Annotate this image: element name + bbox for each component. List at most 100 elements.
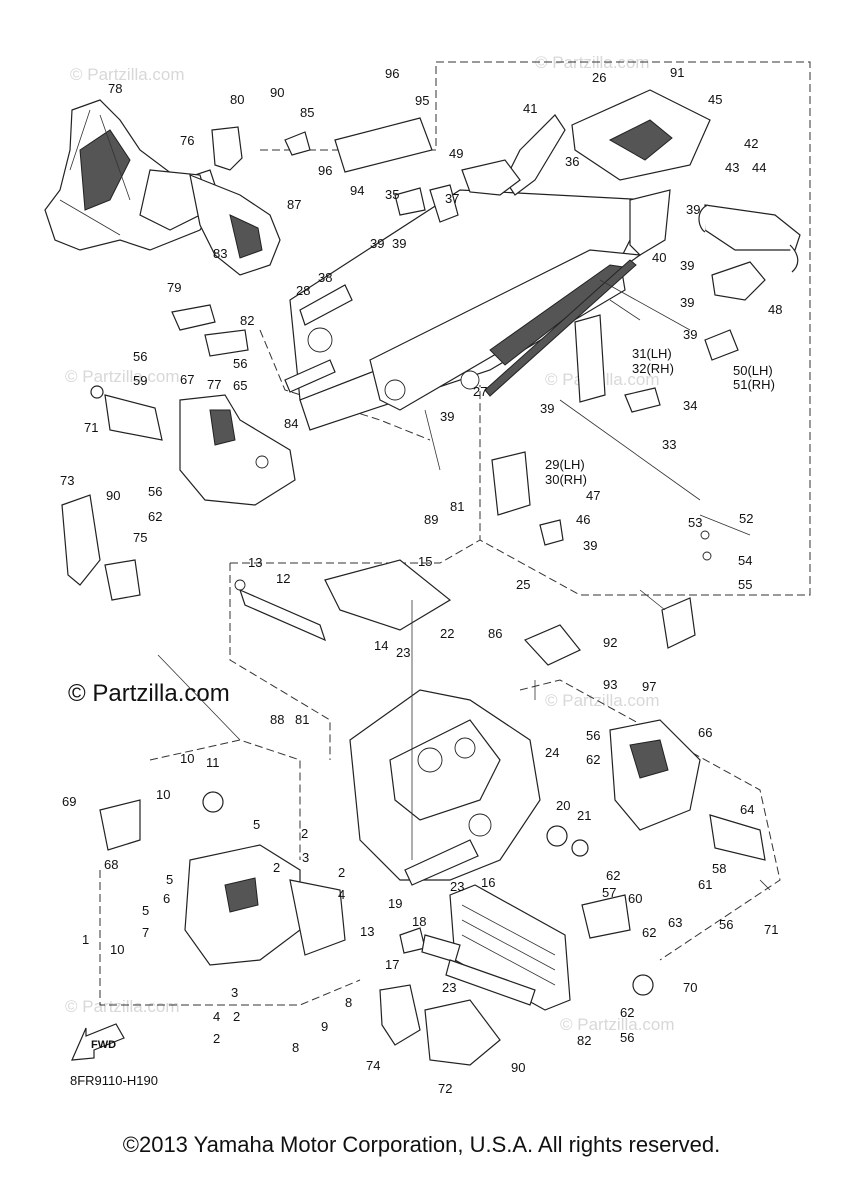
callout-39: 39	[680, 258, 694, 273]
callout-9: 9	[321, 1019, 328, 1034]
callout-81: 81	[295, 712, 309, 727]
callout-13: 13	[248, 555, 262, 570]
callout-72: 72	[438, 1081, 452, 1096]
callout-44: 44	[752, 160, 766, 175]
plate-15	[324, 559, 452, 631]
callout-8: 8	[292, 1040, 299, 1055]
callout-39: 39	[392, 236, 406, 251]
watermark-main: © Partzilla.com	[68, 680, 230, 707]
callout-71: 71	[84, 420, 98, 435]
mid-group-outline	[230, 539, 481, 564]
callout-84: 84	[284, 416, 298, 431]
callout-35: 35	[385, 187, 399, 202]
callout-23: 23	[450, 879, 464, 894]
fwd-label: FWD	[91, 1039, 116, 1051]
callout-22: 22	[440, 626, 454, 641]
callout-51: 51(RH)	[733, 377, 775, 392]
callout-12: 12	[276, 571, 290, 586]
callout-64: 64	[740, 802, 754, 817]
callout-38: 38	[318, 270, 332, 285]
right-group-outline	[519, 679, 781, 961]
callout-34: 34	[683, 398, 697, 413]
plate-95	[334, 117, 433, 173]
watermark: © Partzilla.com	[70, 65, 185, 84]
bracket-80	[211, 126, 243, 171]
callout-57: 57	[602, 885, 616, 900]
rail-27	[484, 259, 637, 397]
callout-88: 88	[270, 712, 284, 727]
callout-5: 5	[142, 903, 149, 918]
callout-73: 73	[60, 473, 74, 488]
callout-24: 24	[545, 745, 559, 760]
pipe-19	[399, 927, 426, 954]
callout-labels: 78 80 90 85 96 95 76 96 87 94 35 37 49 4…	[60, 65, 782, 1096]
rear-bracket-26	[571, 89, 711, 181]
watermark: © Partzilla.com	[545, 691, 660, 710]
fwd-arrow-icon: FWD	[71, 1023, 125, 1061]
callout-10: 10	[156, 787, 170, 802]
main-tunnel-frame	[284, 189, 651, 431]
front-cowl-bracket	[44, 99, 221, 251]
bracket-34	[624, 387, 661, 413]
callout-11: 11	[206, 755, 220, 770]
callout-28: 28	[296, 283, 310, 298]
plate-92	[523, 624, 581, 666]
callout-39: 39	[440, 409, 454, 424]
top-group-outline	[260, 62, 437, 151]
bearing-20	[546, 825, 568, 847]
callout-56: 56	[620, 1030, 634, 1045]
bumper-bracket-left	[104, 394, 296, 506]
callout-39: 39	[540, 401, 554, 416]
callout-2: 2	[301, 826, 308, 841]
callout-41: 41	[523, 101, 537, 116]
callout-23: 23	[396, 645, 410, 660]
duct-72	[424, 999, 501, 1066]
callout-40: 40	[652, 250, 666, 265]
callout-55: 55	[738, 577, 752, 592]
clip-50	[704, 329, 739, 361]
plate-77	[204, 329, 249, 357]
callout-26: 26	[592, 70, 606, 85]
callout-60: 60	[628, 891, 642, 906]
callout-65: 65	[233, 378, 247, 393]
callout-2: 2	[338, 865, 345, 880]
plate-79	[171, 304, 216, 331]
clip-85	[284, 131, 311, 156]
callout-21: 21	[577, 808, 591, 823]
callout-45: 45	[708, 92, 722, 107]
callout-5: 5	[253, 817, 260, 832]
fitting-70	[632, 974, 654, 996]
link-52	[699, 514, 751, 536]
rear-bar-42	[698, 204, 801, 273]
callout-68: 68	[104, 857, 118, 872]
rear-group-outline	[436, 61, 811, 596]
callout-70: 70	[683, 980, 697, 995]
leader-lines	[157, 279, 771, 891]
callout-95: 95	[415, 93, 429, 108]
callout-3: 3	[231, 985, 238, 1000]
bracket-68	[99, 799, 141, 851]
callout-59: 59	[133, 373, 147, 388]
exploded-frame-diagram: © Partzilla.com © Partzilla.com © Partzi…	[44, 53, 811, 1096]
callout-91: 91	[670, 65, 684, 80]
steering-bracket	[189, 174, 281, 276]
callout-43: 43	[725, 160, 739, 175]
callout-56: 56	[719, 917, 733, 932]
callout-23: 23	[442, 980, 456, 995]
callout-46: 46	[576, 512, 590, 527]
callout-93: 93	[603, 677, 617, 692]
callout-82: 82	[577, 1033, 591, 1048]
watermark: © Partzilla.com	[65, 997, 180, 1016]
plate-29	[491, 451, 531, 516]
callout-27: 27	[473, 384, 487, 399]
callout-1: 1	[82, 932, 89, 947]
callout-52: 52	[739, 511, 753, 526]
callout-56: 56	[148, 484, 162, 499]
callout-78: 78	[108, 81, 122, 96]
callout-66: 66	[698, 725, 712, 740]
callout-33: 33	[662, 437, 676, 452]
callout-56: 56	[586, 728, 600, 743]
callout-90: 90	[511, 1060, 525, 1075]
callout-20: 20	[556, 798, 570, 813]
